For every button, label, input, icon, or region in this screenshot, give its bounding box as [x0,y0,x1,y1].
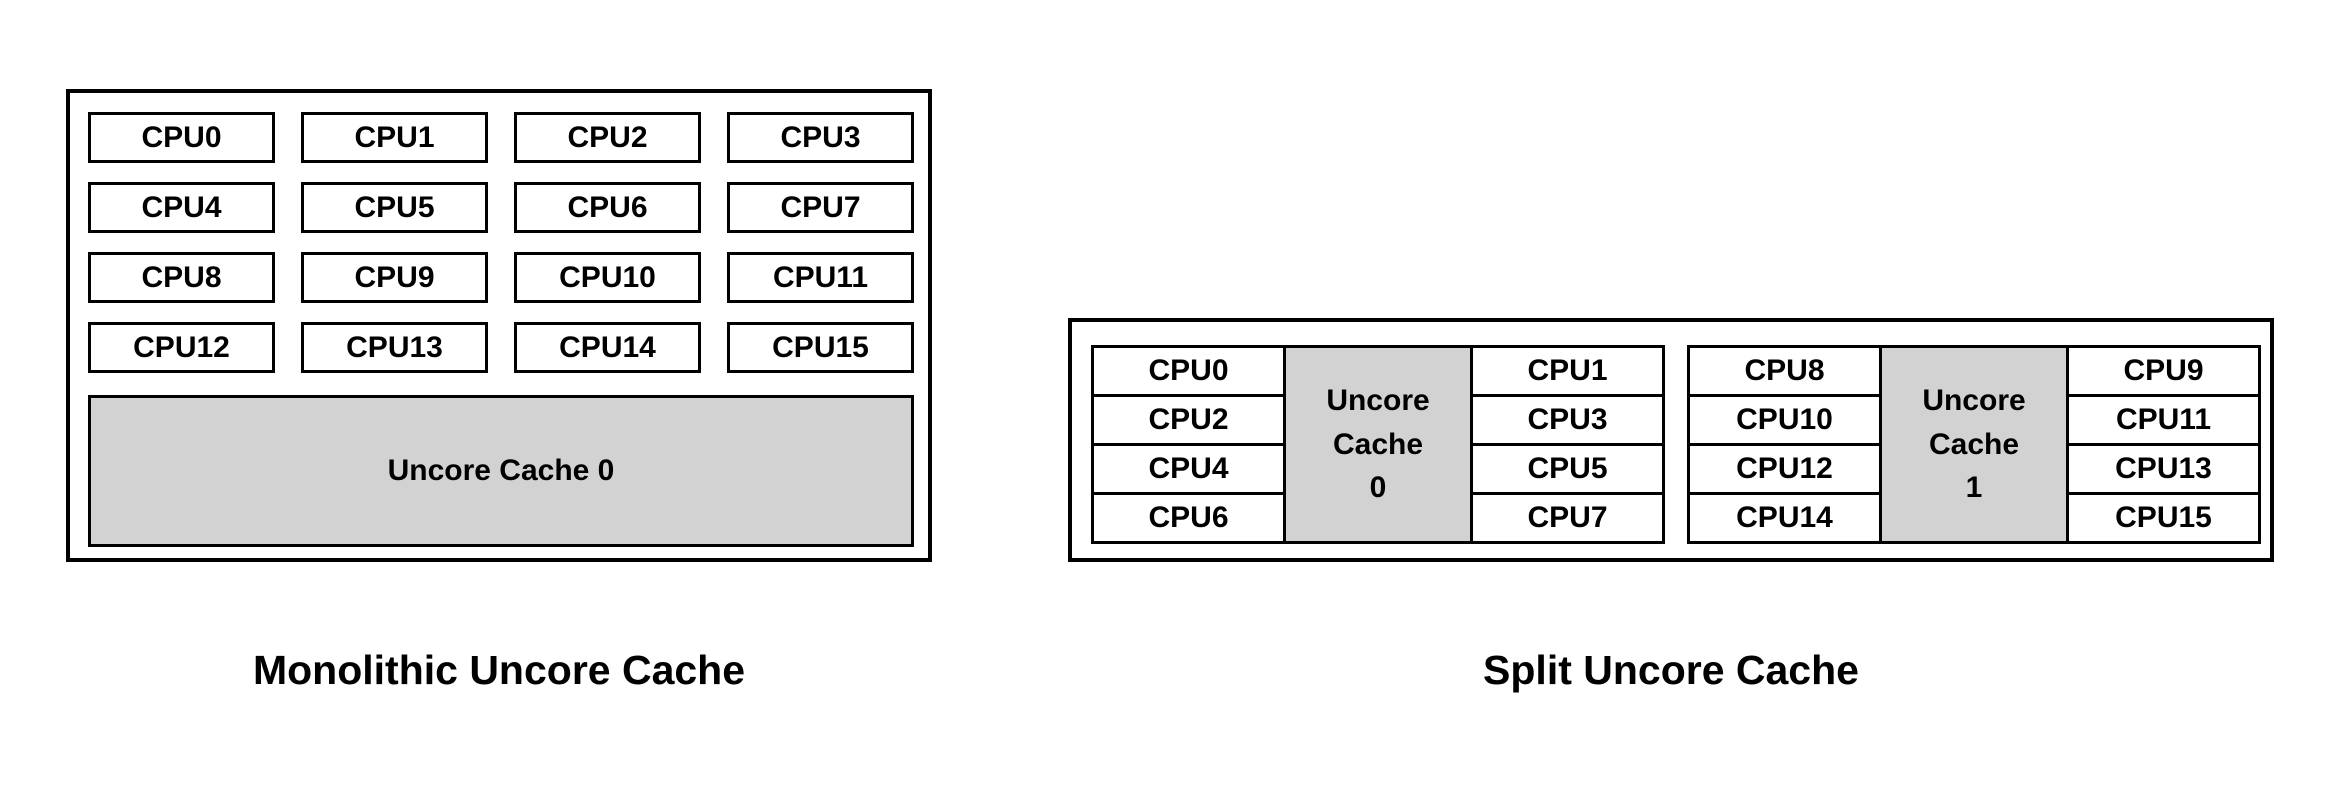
cpu-box: CPU11 [2066,394,2261,446]
cpu-box: CPU13 [2066,443,2261,495]
cpu-box: CPU10 [514,252,701,303]
cpu-box: CPU3 [1470,394,1665,446]
cpu-box: CPU8 [1687,345,1882,397]
uncore-cache-block: Uncore Cache 0 [1283,345,1473,544]
cpu-box: CPU2 [514,112,701,163]
uncore-cache-label-line2: Cache [1332,427,1424,461]
cpu-box: CPU15 [2066,492,2261,544]
cpu-box: CPU7 [1470,492,1665,544]
cpu-box: CPU6 [514,182,701,233]
split-group-1: CPU8 CPU10 CPU12 CPU14 Uncore Cache 1 CP… [1687,345,2261,544]
monolithic-uncore-cache-diagram: CPU0 CPU1 CPU2 CPU3 CPU4 CPU5 CPU6 CPU7 … [66,89,932,562]
cpu-column-right: CPU9 CPU11 CPU13 CPU15 [2066,345,2261,544]
monolithic-diagram-caption: Monolithic Uncore Cache [252,647,746,693]
split-groups-container: CPU0 CPU2 CPU4 CPU6 Uncore Cache 0 CPU1 … [1091,345,2261,544]
split-uncore-cache-diagram: CPU0 CPU2 CPU4 CPU6 Uncore Cache 0 CPU1 … [1068,318,2274,562]
cpu-box: CPU4 [1091,443,1286,495]
cpu-column-right: CPU1 CPU3 CPU5 CPU7 [1470,345,1665,544]
cpu-box: CPU10 [1687,394,1882,446]
monolithic-cpu-grid: CPU0 CPU1 CPU2 CPU3 CPU4 CPU5 CPU6 CPU7 … [88,112,914,373]
cpu-box: CPU2 [1091,394,1286,446]
cpu-box: CPU12 [88,322,275,373]
cpu-box: CPU14 [1687,492,1882,544]
cpu-column-left: CPU8 CPU10 CPU12 CPU14 [1687,345,1882,544]
cpu-box: CPU14 [514,322,701,373]
uncore-cache-label-line3: 1 [1965,471,1983,505]
cpu-box: CPU5 [301,182,488,233]
cpu-box: CPU13 [301,322,488,373]
cpu-box: CPU11 [727,252,914,303]
cpu-box: CPU8 [88,252,275,303]
cpu-box: CPU9 [301,252,488,303]
cpu-box: CPU9 [2066,345,2261,397]
split-diagram-caption: Split Uncore Cache [1483,647,1859,693]
cpu-box: CPU1 [1470,345,1665,397]
uncore-cache-label-line1: Uncore [1922,384,2026,418]
cpu-box: CPU6 [1091,492,1286,544]
cpu-box: CPU3 [727,112,914,163]
uncore-cache-block: Uncore Cache 0 [88,395,914,547]
cpu-box: CPU5 [1470,443,1665,495]
uncore-cache-label-line3: 0 [1369,471,1387,505]
uncore-cache-block: Uncore Cache 1 [1879,345,2069,544]
cpu-box: CPU15 [727,322,914,373]
cpu-box: CPU4 [88,182,275,233]
uncore-cache-label-line1: Uncore [1326,384,1430,418]
split-group-0: CPU0 CPU2 CPU4 CPU6 Uncore Cache 0 CPU1 … [1091,345,1665,544]
cpu-box: CPU12 [1687,443,1882,495]
cpu-box: CPU0 [88,112,275,163]
cpu-column-left: CPU0 CPU2 CPU4 CPU6 [1091,345,1286,544]
cpu-box: CPU0 [1091,345,1286,397]
uncore-cache-label-line2: Cache [1928,427,2020,461]
cpu-box: CPU1 [301,112,488,163]
cpu-box: CPU7 [727,182,914,233]
